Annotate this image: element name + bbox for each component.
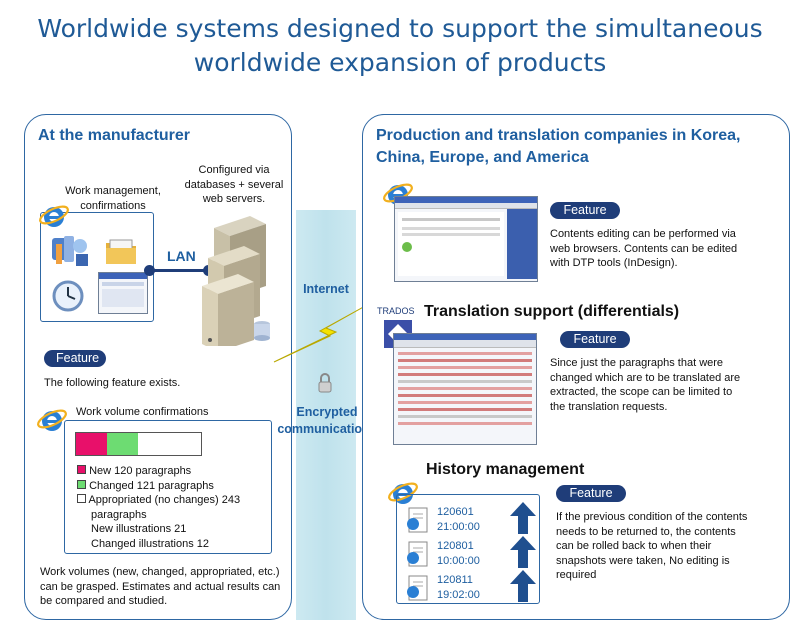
bar-segment-changed: [106, 433, 139, 455]
feature-intro-text: The following feature exists.: [44, 377, 181, 389]
history-item[interactable]: 120601 21:00:00: [405, 503, 540, 537]
history-box: [396, 494, 540, 604]
history-item[interactable]: 120801 10:00:00: [405, 537, 540, 571]
translation-heading: Translation support (differentials): [424, 303, 680, 320]
web-servers-stack: [202, 206, 282, 352]
work-volume-title: Work volume confirmations: [76, 406, 209, 418]
trados-label: TRADOS: [377, 306, 415, 316]
arrow-up-icon: [510, 536, 536, 573]
page-title: Worldwide systems designed to support th…: [0, 12, 800, 80]
legend-swatch-new: [77, 465, 86, 474]
manufacturer-heading: At the manufacturer: [38, 127, 191, 144]
work-volume-box: [64, 420, 272, 554]
legend-item-appropriated: Appropriated (no changes) 243: [77, 493, 272, 508]
legend-item-new: New 120 paragraphs: [77, 464, 272, 479]
production-heading: Production and translation companies in …: [376, 127, 741, 166]
server-configuration-note: Configured via databases + several web s…: [184, 164, 284, 205]
work-volume-legend: New 120 paragraphs Changed 121 paragraph…: [77, 464, 272, 551]
lan-link-line: [148, 269, 208, 272]
feature-badge-translation: Feature: [560, 331, 630, 348]
lan-label: LAN: [167, 248, 196, 264]
work-volume-bar: [75, 432, 202, 456]
document-thumbnail: [98, 272, 148, 314]
snapshot-document-icon: [407, 507, 428, 533]
internet-label: Internet: [303, 282, 349, 296]
history-item[interactable]: 120811 19:02:00: [405, 571, 540, 605]
feature-badge-history: Feature: [556, 485, 626, 502]
manufacturer-panel: [24, 114, 292, 620]
ie-browser-icon-volume: [36, 404, 68, 441]
history-description: If the previous condition of the content…: [556, 511, 748, 581]
snapshot-document-icon: [407, 541, 428, 567]
title-line-2: worldwide expansion of products: [193, 48, 607, 77]
legend-extra: paragraphs New illustrations 21 Changed …: [91, 508, 210, 550]
lightning-bolt-icon: [270, 298, 378, 369]
work-management-label: Work management, confirmations: [65, 185, 161, 212]
bar-segment-appropriated: [138, 433, 201, 455]
translation-description: Since just the paragraphs that were chan…: [550, 357, 741, 413]
arrow-up-icon: [510, 502, 536, 539]
lan-node-left: [144, 265, 155, 276]
bar-segment-new: [76, 433, 107, 455]
clock-icon: [50, 278, 86, 319]
legend-swatch-appropriated: [77, 494, 86, 503]
snapshot-document-icon: [407, 575, 428, 601]
legend-swatch-changed: [77, 479, 86, 489]
translation-tool-screenshot: [393, 333, 537, 445]
ie-browser-icon: [38, 200, 70, 237]
work-volume-summary: Work volumes (new, changed, appropriated…: [40, 566, 281, 607]
internet-band: [296, 210, 356, 620]
feature-badge-left: Feature: [44, 350, 106, 367]
history-list: 120601 21:00:00 120801 10:00:00 120811 1…: [405, 503, 540, 605]
arrow-up-icon: [510, 570, 536, 607]
workflow-app-icon: [50, 234, 94, 275]
legend-item-changed: Changed 121 paragraphs: [77, 479, 272, 494]
feature-badge-editing: Feature: [550, 202, 620, 219]
title-line-1: Worldwide systems designed to support th…: [37, 14, 763, 43]
editing-description: Contents editing can be performed via we…: [550, 228, 738, 269]
web-editor-screenshot: [394, 196, 538, 282]
history-heading: History management: [426, 461, 585, 478]
encrypted-communications-label: Encrypted communications: [277, 405, 377, 436]
padlock-icon: [317, 372, 333, 399]
folder-icon: [104, 236, 138, 271]
